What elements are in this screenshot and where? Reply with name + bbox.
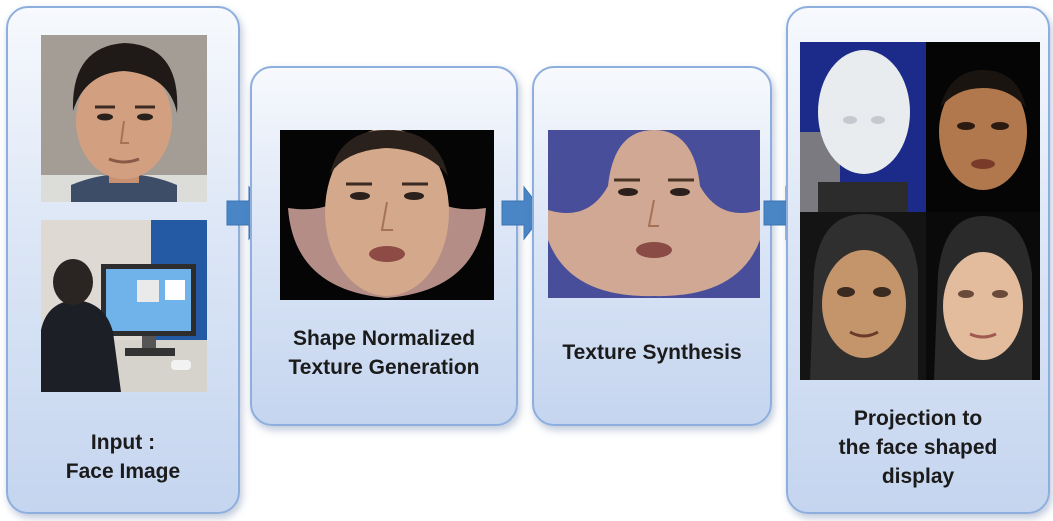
synthesized-texture-image <box>548 130 760 298</box>
projection-label-line3: display <box>788 462 1048 491</box>
synthesis-label: Texture Synthesis <box>534 338 770 367</box>
face-photo <box>41 35 207 202</box>
normalized-texture-image <box>280 130 494 300</box>
normalized-label-line2: Texture Generation <box>252 353 516 382</box>
projection-panel: Projection to the face shaped display <box>786 6 1050 514</box>
user-at-computer-photo <box>41 220 207 392</box>
projection-photo-grid <box>800 42 1040 380</box>
input-label-line1: Input : <box>8 428 238 457</box>
projection-label-line2: the face shaped <box>788 433 1048 462</box>
normalized-texture-panel: Shape Normalized Texture Generation <box>250 66 518 426</box>
input-panel: Input : Face Image <box>6 6 240 514</box>
input-label-line2: Face Image <box>8 457 238 486</box>
projection-label-line1: Projection to <box>788 404 1048 433</box>
normalized-label-line1: Shape Normalized <box>252 324 516 353</box>
texture-synthesis-panel: Texture Synthesis <box>532 66 772 426</box>
